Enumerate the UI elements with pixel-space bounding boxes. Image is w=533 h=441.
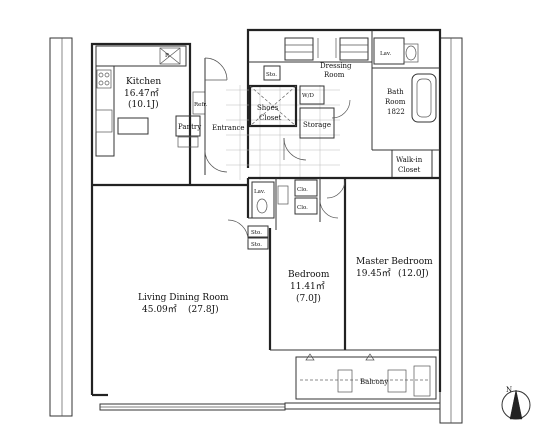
kitchen-area-text: 16.47㎡ <box>124 88 159 99</box>
closet-2 <box>294 197 318 215</box>
left-column <box>49 37 73 417</box>
entrance-label: Entrance <box>212 124 245 132</box>
master-area: 19.45㎡ <box>356 268 391 279</box>
sto-box-2 <box>247 237 269 250</box>
bath-name2: Room <box>385 98 406 106</box>
sto-top-label: Sto. <box>266 72 277 78</box>
shoes-closet <box>248 84 298 128</box>
lavatory-top <box>373 37 419 65</box>
clo-2-label: Clo. <box>297 205 308 211</box>
bedroom-name: Bedroom <box>288 270 330 280</box>
shoes-closet-name2: Closet <box>259 114 282 122</box>
wd-label: W/D <box>302 93 315 99</box>
interior-walls <box>246 176 440 351</box>
storage-label: Storage <box>303 121 331 129</box>
pantry-label: Pantry <box>178 123 201 131</box>
walkin-name1: Walk-in <box>396 156 423 164</box>
clo-1-label: Clo. <box>297 187 308 193</box>
bedroom-jo: (7.0J) <box>296 293 321 304</box>
kitchen-name: Kitchen <box>126 77 161 87</box>
lav-mid-label: Lav. <box>254 189 265 195</box>
kitchen-jo: (10.1J) <box>128 99 159 110</box>
sink-icon <box>95 109 113 133</box>
refrigerator-label: R <box>165 53 170 59</box>
bath-room <box>372 67 440 151</box>
fridge-box-label: Refr. <box>194 102 207 108</box>
north-arrow-icon <box>501 389 531 420</box>
lavatory-middle <box>251 181 275 219</box>
living-area: 45.09㎡ <box>142 304 177 315</box>
dressing-name2: Room <box>324 71 345 79</box>
bathtub-icon <box>411 73 437 123</box>
outer-walls <box>90 28 442 397</box>
entrance-hall <box>204 57 228 175</box>
sto-box-top <box>263 65 281 81</box>
toilet-icon <box>405 45 417 61</box>
master-name: Master Bedroom <box>356 257 433 267</box>
living-name: Living Dining Room <box>138 293 229 303</box>
refrigerator-space <box>159 47 181 65</box>
balcony-rail <box>284 402 441 410</box>
closet-1 <box>294 179 318 197</box>
toilet-mid-icon <box>256 198 268 214</box>
kitchen-island <box>117 117 149 135</box>
lav-top-label: Lav. <box>380 51 391 57</box>
bath-name1: Bath <box>387 88 404 96</box>
living-jo: (27.8J) <box>188 304 219 315</box>
walkin-name2: Closet <box>398 166 421 174</box>
storage-box <box>299 107 335 139</box>
stove-icon <box>96 69 112 89</box>
dressing-room <box>248 30 373 150</box>
kitchen-area <box>95 45 187 157</box>
balcony <box>295 353 437 400</box>
foyer-tiles <box>226 85 340 180</box>
sto-2-label: Sto. <box>251 242 262 248</box>
dressing-name1: Dressing <box>320 62 352 70</box>
sto-box-1 <box>247 225 269 238</box>
bath-code: 1822 <box>387 108 405 116</box>
master-jo: (12.0J) <box>398 268 429 279</box>
sink-mid-icon <box>277 185 289 205</box>
north-label: N <box>506 386 512 394</box>
bedroom-area: 11.41㎡ <box>290 281 325 292</box>
living-window <box>99 403 286 411</box>
sto-1-label: Sto. <box>251 230 262 236</box>
shoes-closet-name1: Shoes <box>257 104 279 112</box>
balcony-label: Balcony <box>360 378 388 386</box>
washer-dryer <box>299 85 325 105</box>
